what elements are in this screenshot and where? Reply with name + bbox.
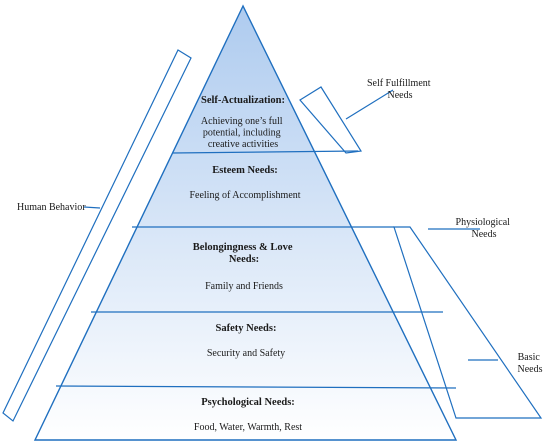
- esteem-title: Esteem Needs:: [212, 165, 278, 176]
- psychological-description: Food, Water, Warmth, Rest: [194, 422, 302, 433]
- physiological-bracket: [393, 226, 543, 419]
- self-fulfillment-label-line-1: Self Fulfillment: [367, 78, 431, 89]
- self-fulfillment-label: Self Fulfillment Needs: [367, 78, 433, 101]
- human-behavior-label: Human Behavior: [17, 202, 86, 213]
- self-actualization-desc-line-2: potential, including: [203, 128, 281, 139]
- divider-safety-psychological: [55, 385, 457, 389]
- esteem-desc-line-1: Feeling of Accomplishment: [189, 190, 300, 201]
- safety-title-line-1: Safety Needs:: [216, 323, 277, 334]
- self-fulfillment-leader: [345, 89, 394, 120]
- self-actualization-description: Achieving one’s full potential, includin…: [201, 116, 285, 150]
- psychological-title: Psychological Needs:: [201, 397, 295, 408]
- human-behavior-leader: [83, 206, 101, 209]
- safety-title: Safety Needs:: [216, 323, 277, 334]
- self-fulfillment-label-line-2: Needs: [388, 90, 413, 101]
- psychological-title-line-1: Psychological Needs:: [201, 397, 295, 408]
- self-actualization-desc-line-1: Achieving one’s full: [201, 116, 283, 127]
- belongingness-title-line-1: Belongingness & Love: [193, 242, 293, 253]
- safety-description: Security and Safety: [207, 348, 285, 359]
- esteem-description: Feeling of Accomplishment: [189, 190, 300, 201]
- belongingness-description: Family and Friends: [205, 281, 283, 292]
- pyramid-triangle: [33, 4, 458, 441]
- safety-desc-line-1: Security and Safety: [207, 348, 285, 359]
- physiological-label-line-2: Needs: [472, 229, 497, 240]
- divider-self-actualization-esteem: [171, 150, 359, 154]
- belongingness-desc-line-1: Family and Friends: [205, 281, 283, 292]
- esteem-title-line-1: Esteem Needs:: [212, 165, 278, 176]
- basic-label-line-1: Basic: [518, 352, 541, 363]
- belongingness-title-line-2: Needs:: [229, 254, 259, 265]
- basic-label-line-2: Needs: [518, 364, 543, 375]
- belongingness-title: Belongingness & Love Needs:: [193, 242, 295, 265]
- self-fulfillment-bracket: [299, 86, 363, 154]
- physiological-label: Physiological Needs: [456, 217, 513, 240]
- self-actualization-desc-line-3: creative activities: [208, 139, 278, 150]
- self-actualization-title: Self-Actualization:: [201, 95, 285, 106]
- basic-label: Basic Needs: [518, 352, 543, 375]
- human-behavior-bracket: [2, 49, 192, 422]
- psychological-desc-line-1: Food, Water, Warmth, Rest: [194, 422, 302, 433]
- physiological-label-line-1: Physiological: [456, 217, 511, 228]
- self-actualization-title-line-1: Self-Actualization:: [201, 95, 285, 106]
